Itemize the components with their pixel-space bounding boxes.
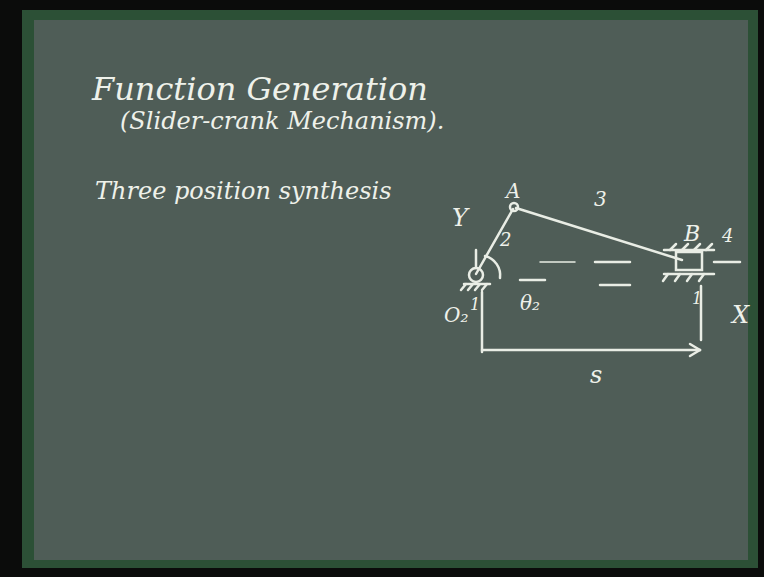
link-number: 1: [470, 296, 480, 314]
board-title: Function Generation: [92, 72, 428, 107]
angle-label: θ₂: [520, 292, 540, 314]
joint-label: A: [506, 180, 520, 202]
joint-label: B: [684, 222, 700, 246]
dimension-label: s: [590, 362, 602, 388]
link-number: 2: [500, 230, 511, 250]
link-number: 3: [594, 188, 607, 210]
pivot-label: O₂: [444, 304, 468, 326]
link-number: 1: [692, 290, 702, 308]
subtitle: (Slider-crank Mechanism).: [120, 108, 444, 134]
link-number: 4: [722, 226, 733, 246]
axis-label: Y: [452, 205, 468, 231]
axis-label: X: [732, 302, 749, 328]
note: Three position synthesis: [95, 178, 392, 204]
